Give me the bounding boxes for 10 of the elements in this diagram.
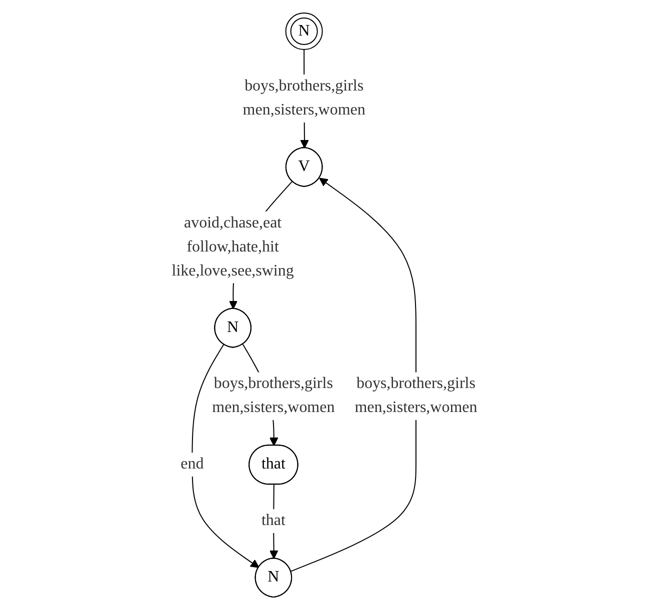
edge-label: boys,brothers,girls men,sisters,women bbox=[242, 77, 366, 118]
arrow bbox=[192, 344, 260, 568]
arrow bbox=[290, 178, 416, 572]
arrow bbox=[269, 484, 278, 559]
edge-label: boys,brothers,girls men,sisters,women bbox=[354, 375, 478, 416]
edge-label: end bbox=[180, 456, 204, 473]
edge-label: boys,brothers,girls men,sisters,women bbox=[212, 375, 335, 416]
node-circle: N bbox=[285, 12, 323, 50]
edge-label: that bbox=[261, 512, 286, 530]
edge-label: avoid,chase,eat follow,hate,hit like,love,see,swing bbox=[172, 214, 294, 280]
